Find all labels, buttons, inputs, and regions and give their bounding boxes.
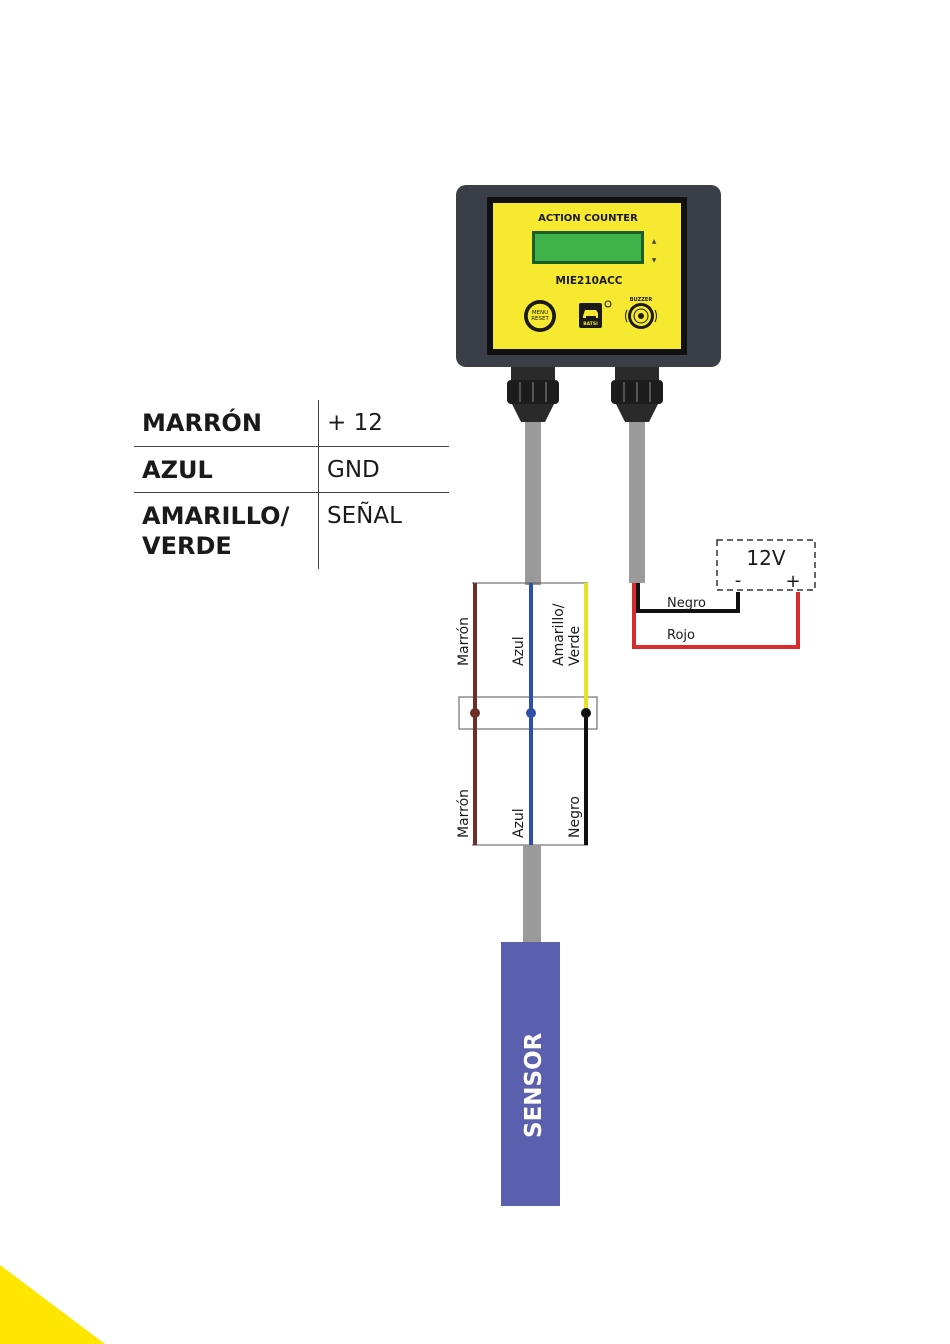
table-row: MARRÓN + 12 bbox=[134, 400, 449, 447]
table-row: AZUL GND bbox=[134, 447, 449, 493]
cable-gland-right bbox=[611, 366, 663, 422]
power-cable bbox=[629, 415, 645, 583]
power-supply-minus: - bbox=[735, 570, 742, 591]
logo-text: BATSI bbox=[583, 321, 598, 327]
label-marron-bottom: Marrón bbox=[456, 789, 472, 838]
label-amarillo-top: Amarillo/ Verde bbox=[551, 599, 583, 666]
sensor-cable-upper bbox=[525, 415, 541, 585]
terminal-marron bbox=[470, 708, 480, 718]
label-negro-bottom: Negro bbox=[567, 796, 583, 838]
label-azul-bottom: Azul bbox=[511, 808, 527, 838]
wire-function-cell: + 12 bbox=[319, 400, 450, 447]
cable-gland-left bbox=[507, 366, 559, 422]
wire-function-cell: GND bbox=[319, 447, 450, 493]
wire-color-cell: AZUL bbox=[134, 447, 319, 493]
device-model: MIE210ACC bbox=[556, 275, 623, 287]
wire-function-cell: SEÑAL bbox=[319, 493, 450, 570]
label-marron-top: Marrón bbox=[456, 617, 472, 666]
negro-wire-label: Negro bbox=[667, 596, 706, 611]
buzzer-label: BUZZER bbox=[630, 297, 653, 303]
wire-color-cell: MARRÓN bbox=[134, 400, 319, 447]
rojo-wire-label: Rojo bbox=[667, 628, 695, 643]
power-supply-plus: + bbox=[785, 571, 800, 592]
table-row: AMARILLO/ VERDE SEÑAL bbox=[134, 493, 449, 570]
wire-color-cell: AMARILLO/ VERDE bbox=[134, 493, 319, 570]
lcd-display bbox=[535, 234, 641, 261]
wiring-table: MARRÓN + 12 AZUL GND AMARILLO/ VERDE SEÑ… bbox=[134, 400, 449, 569]
terminal-negro bbox=[581, 708, 591, 718]
label-azul-top: Azul bbox=[511, 636, 527, 666]
corner-accent bbox=[0, 1265, 105, 1344]
sensor-label: SENSOR bbox=[521, 1032, 547, 1138]
sensor-cable-lower bbox=[523, 845, 541, 945]
label-amarillo-line1: Amarillo/ bbox=[551, 603, 567, 666]
up-arrow-icon: ▲ bbox=[652, 238, 657, 245]
power-wire-rojo bbox=[634, 583, 798, 647]
label-amarillo-line2: Verde bbox=[567, 626, 583, 666]
terminal-azul bbox=[526, 708, 536, 718]
power-supply-label: 12V bbox=[746, 546, 785, 570]
device-title: ACTION COUNTER bbox=[538, 213, 638, 224]
down-arrow-icon: ▼ bbox=[652, 257, 657, 264]
